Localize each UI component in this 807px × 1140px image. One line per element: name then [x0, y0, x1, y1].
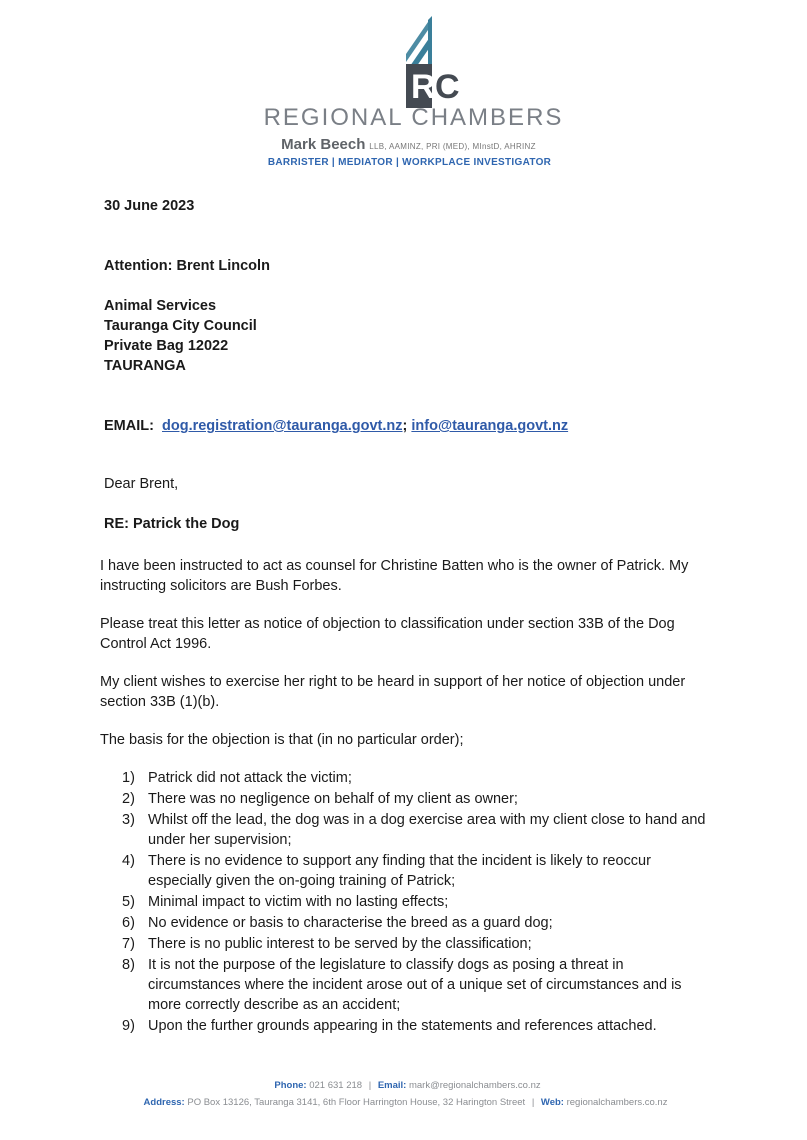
email-separator: ; — [402, 418, 408, 434]
barrister-roles: BARRISTER | MEDIATOR | WORKPLACE INVESTI… — [267, 157, 552, 168]
list-item-text: Whilst off the lead, the dog was in a do… — [148, 812, 706, 848]
address-line-4: TAURANGA — [104, 358, 186, 374]
list-item: 7) There is no public interest to be serv… — [122, 934, 712, 954]
list-item-text: There was no negligence on behalf of my … — [148, 791, 518, 807]
list-item: 6) No evidence or basis to characterise t… — [122, 913, 712, 933]
list-item-number: 4) — [122, 853, 135, 869]
subject-line: RE: Patrick the Dog — [104, 516, 240, 532]
firm-name: REGIONAL CHAMBERS — [263, 104, 564, 131]
email-link-info[interactable]: info@tauranga.govt.nz — [411, 418, 569, 434]
footer-divider: | — [368, 1080, 372, 1091]
footer-email-label: Email: — [377, 1080, 407, 1091]
list-item-number: 9) — [122, 1018, 135, 1034]
list-item-text: Minimal impact to victim with no lasting… — [148, 894, 449, 910]
logo-mark-c: C — [435, 68, 460, 106]
email-line: EMAIL: dog.registration@tauranga.govt.nz… — [104, 416, 568, 436]
footer-email[interactable]: mark@regionalchambers.co.nz — [408, 1080, 541, 1091]
attention-line: Attention: Brent Lincoln — [104, 258, 270, 274]
list-item-text: Patrick did not attack the victim; — [148, 770, 352, 786]
list-item: 1) Patrick did not attack the victim; — [122, 768, 712, 788]
list-item-number: 1) — [122, 770, 135, 786]
list-item-number: 7) — [122, 936, 135, 952]
footer-divider: | — [531, 1097, 535, 1108]
salutation: Dear Brent, — [104, 476, 179, 492]
footer-web[interactable]: regionalchambers.co.nz — [566, 1097, 668, 1108]
list-item: 3) Whilst off the lead, the dog was in a … — [122, 810, 712, 850]
address-line-3: Private Bag 12022 — [104, 338, 229, 354]
email-link-dog-registration[interactable]: dog.registration@tauranga.govt.nz — [162, 418, 403, 434]
address-line-2: Tauranga City Council — [104, 318, 257, 334]
list-item: 2) There was no negligence on behalf of m… — [122, 789, 712, 809]
list-item-text: No evidence or basis to characterise the… — [148, 915, 553, 931]
list-item-number: 3) — [122, 812, 135, 828]
email-label: EMAIL: — [104, 418, 154, 434]
paragraph-instruction: I have been instructed to act as counsel… — [100, 558, 689, 594]
list-item-text: Upon the further grounds appearing in th… — [148, 1018, 657, 1034]
footer-web-label: Web: — [540, 1097, 564, 1108]
list-item: 4) There is no evidence to support any fi… — [122, 851, 712, 891]
list-item-number: 6) — [122, 915, 135, 931]
paragraph-notice: Please treat this letter as notice of ob… — [100, 616, 675, 652]
list-item-text: There is no evidence to support any find… — [148, 853, 651, 889]
footer-phone-label: Phone: — [274, 1080, 307, 1091]
list-item: 5) Minimal impact to victim with no lasti… — [122, 892, 712, 912]
list-item-text: It is not the purpose of the legislature… — [148, 957, 682, 1013]
footer-address: PO Box 13126, Tauranga 3141, 6th Floor H… — [187, 1097, 526, 1108]
list-item: 9) Upon the further grounds appearing in … — [122, 1016, 712, 1036]
letter-date: 30 June 2023 — [104, 198, 195, 214]
footer-address-label: Address: — [143, 1097, 185, 1108]
barrister-name: Mark Beech — [281, 136, 366, 153]
barrister-qualifications: LLB, AAMINZ, PRI (MED), MInstD, AHRINZ — [369, 142, 536, 151]
paragraph-basis: The basis for the objection is that (in … — [100, 732, 464, 748]
footer-contact-line: Phone: 021 631 218 | Email: mark@regiona… — [0, 1080, 807, 1091]
barrister-name-line: Mark Beech LLB, AAMINZ, PRI (MED), MInst… — [0, 136, 807, 153]
objection-grounds-list: 1) Patrick did not attack the victim; 2) T… — [122, 768, 712, 1037]
footer-address-line: Address: PO Box 13126, Tauranga 3141, 6t… — [0, 1097, 807, 1108]
address-line-1: Animal Services — [104, 298, 217, 314]
list-item-text: There is no public interest to be served… — [148, 936, 532, 952]
logo-mark-r: R — [411, 68, 436, 106]
list-item: 8) It is not the purpose of the legislatu… — [122, 955, 712, 1015]
footer-phone[interactable]: 021 631 218 — [309, 1080, 363, 1091]
regional-chambers-logo: R C — [406, 16, 460, 108]
list-item-number: 2) — [122, 791, 135, 807]
list-item-number: 5) — [122, 894, 135, 910]
paragraph-right-to-be-heard: My client wishes to exercise her right t… — [100, 674, 686, 710]
list-item-number: 8) — [122, 957, 135, 973]
